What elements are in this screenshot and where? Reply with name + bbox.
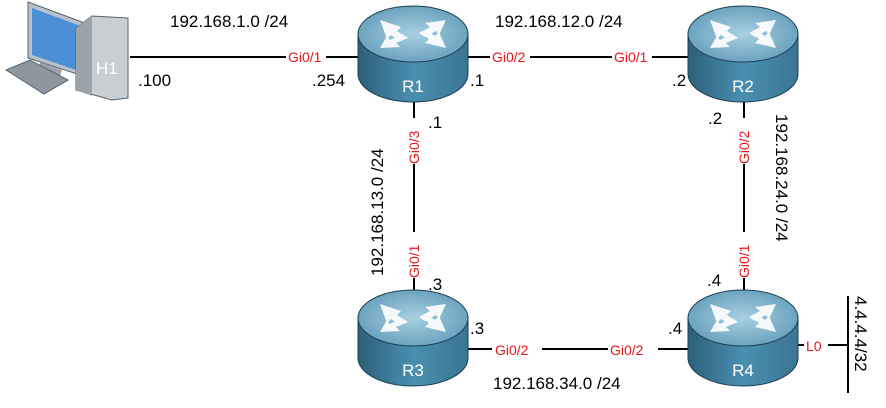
interface-label: Gi0/3 [406,130,422,164]
ip-label: .2 [708,109,722,128]
router-r1[interactable]: R1 [357,5,469,103]
ip-label: .3 [470,319,484,338]
network-label: 192.168.1.0 /24 [170,12,288,31]
network-label: 192.168.34.0 /24 [493,374,621,393]
ip-label: .254 [312,71,345,90]
ip-label: .4 [707,271,721,290]
ip-label: .1 [428,113,442,132]
network-label: 192.168.24.0 /24 [772,114,791,242]
interface-label: L0 [806,338,822,354]
interface-label: Gi0/2 [492,49,526,65]
interface-label: Gi0/2 [495,342,529,358]
ip-label: .4 [668,319,682,338]
desktop-computer-icon [4,1,129,101]
interface-label: Gi0/1 [288,49,322,65]
interface-label: Gi0/1 [614,49,648,65]
ip-label: .2 [672,71,686,90]
ip-label: .1 [470,71,484,90]
host-h1[interactable]: H1 [4,1,129,101]
ip-label: .3 [428,275,442,294]
router-name: R3 [402,361,424,380]
host-ip: .100 [138,71,171,90]
network-label: 192.168.12.0 /24 [495,12,623,31]
router-name: R1 [402,77,424,96]
router-r3[interactable]: R3 [357,289,469,387]
interface-label: Gi0/1 [406,244,422,278]
interface-label: Gi0/1 [736,244,752,278]
router-name: R4 [732,361,754,380]
network-label: 4.4.4.4/32 [851,296,870,372]
router-name: R2 [732,77,754,96]
interface-label: Gi0/2 [736,130,752,164]
router-r4[interactable]: R4 [687,289,799,387]
router-r2[interactable]: R2 [687,5,799,103]
network-label: 192.168.13.0 /24 [368,148,387,276]
host-name: H1 [96,59,118,78]
interface-label: Gi0/2 [610,342,644,358]
